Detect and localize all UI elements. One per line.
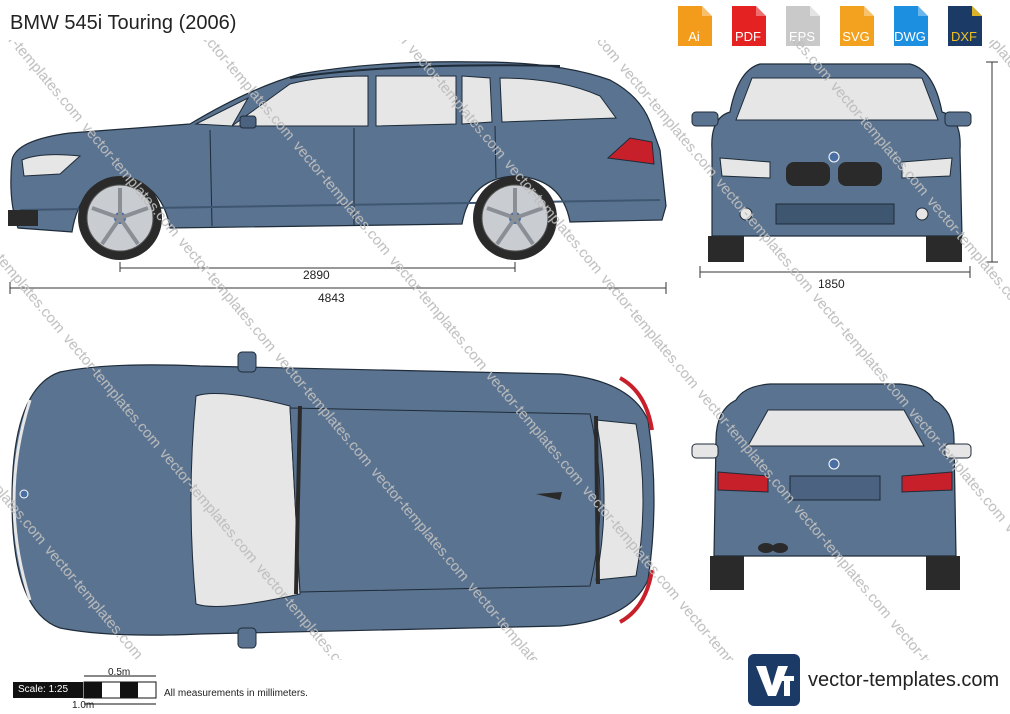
- watermark-overlay: [0, 40, 1010, 660]
- file-icon: [894, 6, 928, 46]
- file-icon: [948, 6, 982, 46]
- file-icon: [840, 6, 874, 46]
- file-icon: [678, 6, 712, 46]
- page-title: BMW 545i Touring (2006): [10, 12, 237, 34]
- scale-label: Scale: 1:25: [13, 682, 83, 698]
- vt-logo-icon: [748, 654, 800, 706]
- scale-bar: [83, 675, 157, 705]
- scale-half-meter: 0.5m: [108, 667, 131, 678]
- width-label: 1850: [818, 277, 845, 291]
- measurement-note: All measurements in millimeters.: [164, 688, 308, 699]
- length-label: 4843: [318, 291, 345, 305]
- format-ai-icon[interactable]: Ai: [672, 4, 716, 48]
- file-icon: [786, 6, 820, 46]
- brand-link[interactable]: vector-templates.com: [808, 669, 1000, 691]
- format-label: Ai: [688, 29, 700, 44]
- file-icon: [732, 6, 766, 46]
- format-dxf-icon[interactable]: DXF: [942, 4, 986, 48]
- scale-one-meter: 1.0m: [72, 700, 95, 711]
- wheelbase-label: 2890: [303, 268, 330, 282]
